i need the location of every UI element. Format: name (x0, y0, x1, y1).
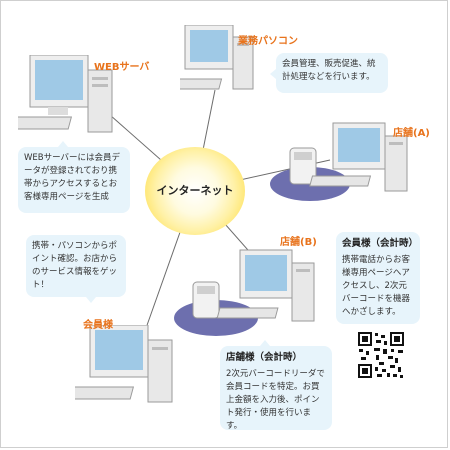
web-server-note: WEBサーバーには会員データが登録されており携帯からアクセスするとお客様専用ペー… (18, 141, 130, 213)
store-checkout-note: 店舗様（会計時） 2次元バーコードリーダで会員コードを特定。お買上金額を入力後、… (220, 340, 332, 431)
web-server-label: WEBサーバ (94, 62, 150, 73)
store-checkout-title: 店舗様（会計時） (226, 352, 303, 363)
internet-globe (145, 147, 245, 235)
member-checkout-title: 会員様（会計時） (342, 238, 419, 249)
member-label: 会員様 (83, 320, 113, 331)
store-b-label: 店舗(B) (280, 237, 317, 248)
member-computer-icon (75, 325, 173, 403)
store-a-label: 店舗(A) (393, 128, 430, 139)
office-pc-note: 会員管理、販売促進、統計処理などを行います。 (270, 53, 388, 93)
web-server-computer-icon (18, 55, 113, 133)
office-pc-label: 業務パソコン (238, 36, 298, 47)
store-checkout-body: 2次元バーコードリーダで会員コードを特定。お買上金額を入力後、ポイント発行・使用… (226, 369, 325, 431)
store-b-terminal-icon (174, 249, 315, 336)
store-a-terminal-icon (270, 122, 408, 201)
member-checkout-body: 携帯電話からお客様専用ページへアクセスし、2次元バーコードを機器へかざします。 (342, 255, 411, 317)
member-checkout-note: 会員様（会計時） 携帯電話からお客様専用ページへアクセスし、2次元バーコードを機… (336, 232, 420, 324)
qr-code-icon (357, 331, 405, 379)
member-note: 携帯・パソコンからポイント確認。お店からのサービス情報をゲット！ (26, 235, 126, 303)
internet-label: インターネット (156, 184, 234, 197)
office-computer-icon (180, 25, 254, 90)
